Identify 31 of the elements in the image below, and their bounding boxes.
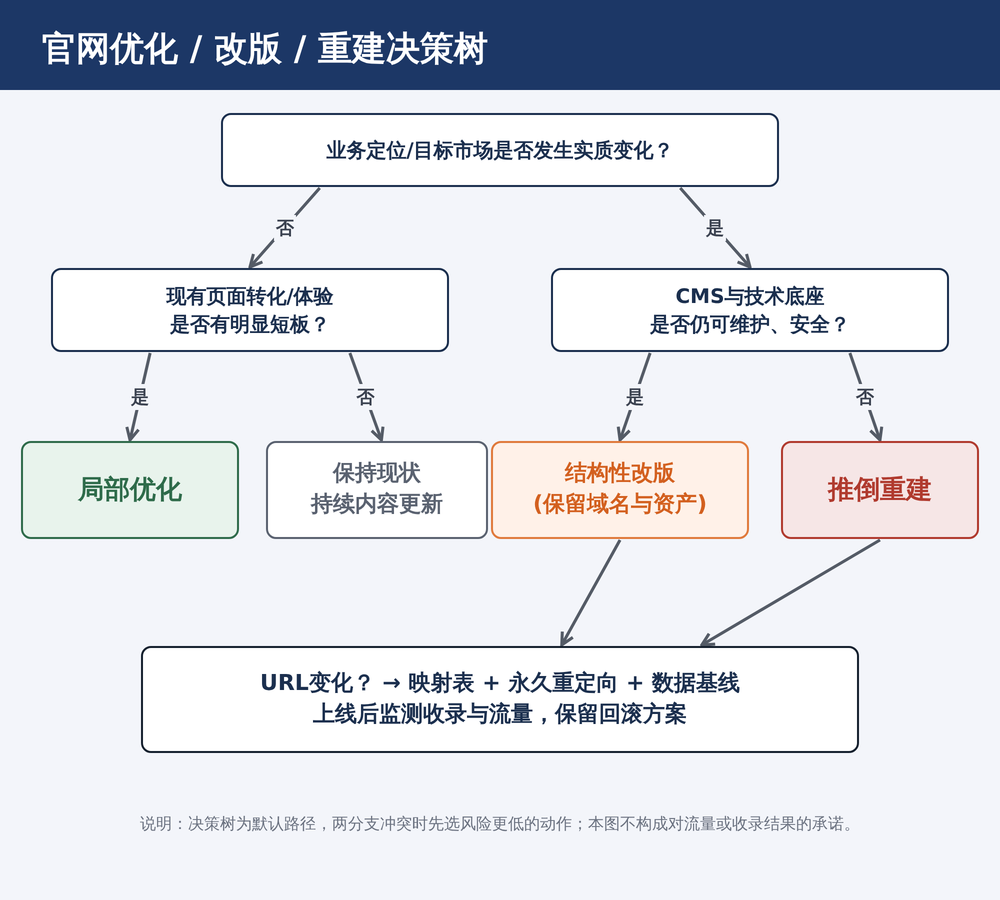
- outcome-box: [21, 441, 239, 539]
- diagram-title: 官网优化 / 改版 / 重建决策树: [42, 28, 488, 71]
- outcome-box: [491, 441, 749, 539]
- node-text: 保持现状: [333, 460, 421, 488]
- node-text: (保留域名与资产): [532, 491, 708, 519]
- outcome-box: [781, 441, 979, 539]
- node-text: 业务定位/目标市场是否发生实质变化？: [326, 137, 674, 164]
- node-text: 是否仍可维护、安全？: [650, 311, 850, 338]
- outcome-box: [266, 441, 488, 539]
- node-text: 上线后监测收录与流量，保留回滚方案: [313, 700, 687, 728]
- node-text: 局部优化: [78, 474, 182, 507]
- edge-label: 否: [354, 384, 377, 410]
- decision-box: [221, 113, 779, 187]
- edge-label: 否: [854, 384, 876, 410]
- decision-box: [51, 268, 449, 352]
- arrow: [700, 538, 881, 646]
- caption: 说明：决策树为默认路径，两分支冲突时先选风险更低的动作；本图不构成对流量或收录结果的承诺。: [139, 814, 861, 835]
- node-text: 推倒重建: [828, 474, 932, 507]
- edge-label: 否: [274, 214, 296, 240]
- edge-label: 是: [129, 384, 152, 410]
- node-text: 持续内容更新: [311, 490, 443, 519]
- node-text: 结构性改版: [565, 460, 675, 488]
- action-box: [141, 646, 859, 753]
- node-text: CMS与技术底座: [676, 283, 824, 310]
- arrow: [560, 539, 622, 646]
- decision-box: [551, 268, 949, 352]
- node-text: 现有页面转化/体验: [166, 283, 334, 310]
- edge-label: 是: [704, 214, 726, 240]
- node-text: 是否有明显短板？: [170, 311, 330, 338]
- edge-label: 是: [624, 384, 646, 410]
- node-text: URL变化？ → 映射表 + 永久重定向 + 数据基线: [260, 670, 740, 698]
